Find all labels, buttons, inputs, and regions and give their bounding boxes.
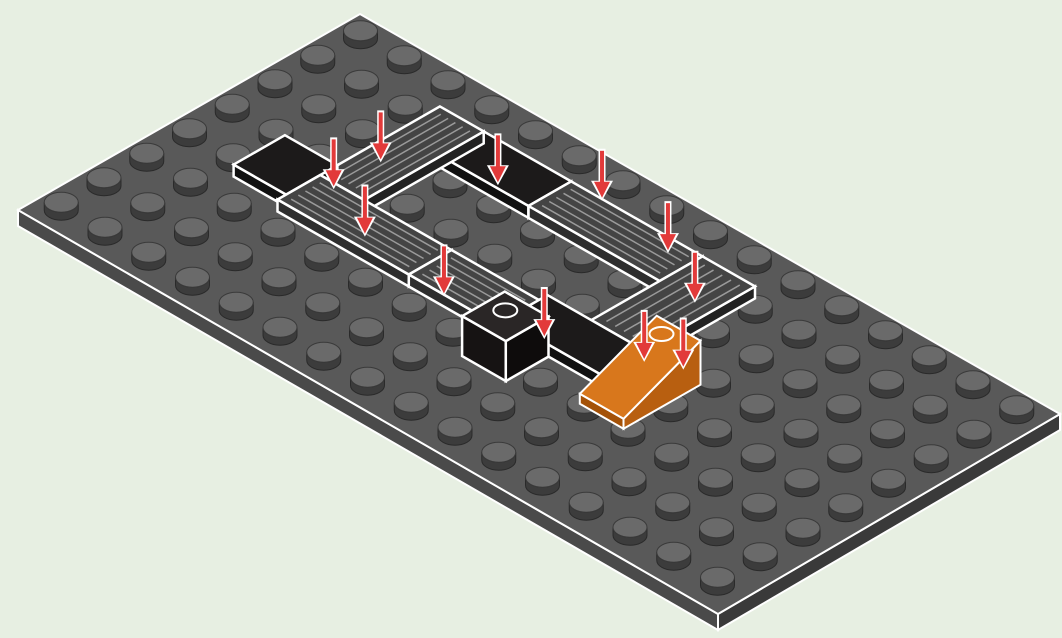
stud <box>173 119 207 147</box>
stud <box>914 445 948 473</box>
stud <box>174 168 208 196</box>
stud <box>912 346 946 374</box>
stud <box>525 418 559 446</box>
stud <box>825 296 859 324</box>
stud <box>437 368 471 396</box>
stud <box>132 242 166 270</box>
stud <box>871 420 905 448</box>
stud <box>782 320 816 348</box>
stud <box>741 444 775 472</box>
stud <box>781 271 815 299</box>
stud <box>562 146 596 174</box>
stud <box>657 542 691 570</box>
stud <box>656 493 690 521</box>
stud <box>827 395 861 423</box>
stud <box>1000 396 1034 424</box>
stud <box>957 420 991 448</box>
stud <box>263 317 297 345</box>
stud <box>307 342 341 370</box>
stud <box>215 94 249 122</box>
stud <box>784 419 818 447</box>
stud <box>475 96 509 124</box>
stud <box>612 468 646 496</box>
stud <box>698 419 732 447</box>
stud <box>302 95 336 123</box>
stud <box>351 367 385 395</box>
stud <box>176 267 210 295</box>
stud <box>737 246 771 274</box>
stud <box>785 469 819 497</box>
stud <box>869 321 903 349</box>
stud <box>956 371 990 399</box>
stud <box>739 345 773 373</box>
stud <box>519 121 553 149</box>
stud <box>786 518 820 546</box>
stud <box>740 394 774 422</box>
stud <box>44 192 78 220</box>
stud <box>568 443 602 471</box>
stud <box>88 217 122 245</box>
stud <box>301 45 335 73</box>
stud <box>87 168 121 196</box>
stud <box>655 443 689 471</box>
stud <box>262 268 296 296</box>
stud <box>175 218 209 246</box>
stud <box>606 171 640 199</box>
stud <box>826 345 860 373</box>
stud <box>524 368 558 396</box>
stud <box>392 293 426 321</box>
stud <box>783 370 817 398</box>
stud <box>701 567 735 595</box>
stud <box>393 343 427 371</box>
stud <box>913 395 947 423</box>
stud <box>219 292 253 320</box>
stud <box>394 392 428 420</box>
stud <box>261 218 295 246</box>
stud <box>345 70 379 98</box>
stud <box>526 467 560 495</box>
stud <box>344 21 378 49</box>
stud <box>613 517 647 545</box>
stud <box>743 543 777 571</box>
stud <box>387 46 421 74</box>
stud <box>482 442 516 470</box>
stud <box>349 268 383 296</box>
stud <box>742 493 776 521</box>
stud <box>569 492 603 520</box>
stud <box>829 494 863 522</box>
stud <box>481 393 515 421</box>
stud <box>131 193 165 221</box>
stud <box>694 221 728 249</box>
stud <box>872 469 906 497</box>
stud <box>130 143 164 171</box>
stud <box>306 293 340 321</box>
stud <box>431 71 465 99</box>
stud <box>438 417 472 445</box>
stud <box>870 370 904 398</box>
stud <box>828 444 862 472</box>
stud <box>699 468 733 496</box>
stud <box>350 318 384 346</box>
stud <box>697 369 731 397</box>
stud <box>217 193 251 221</box>
stud <box>218 243 252 271</box>
stud <box>700 518 734 546</box>
stud <box>305 243 339 271</box>
stud <box>258 70 292 98</box>
